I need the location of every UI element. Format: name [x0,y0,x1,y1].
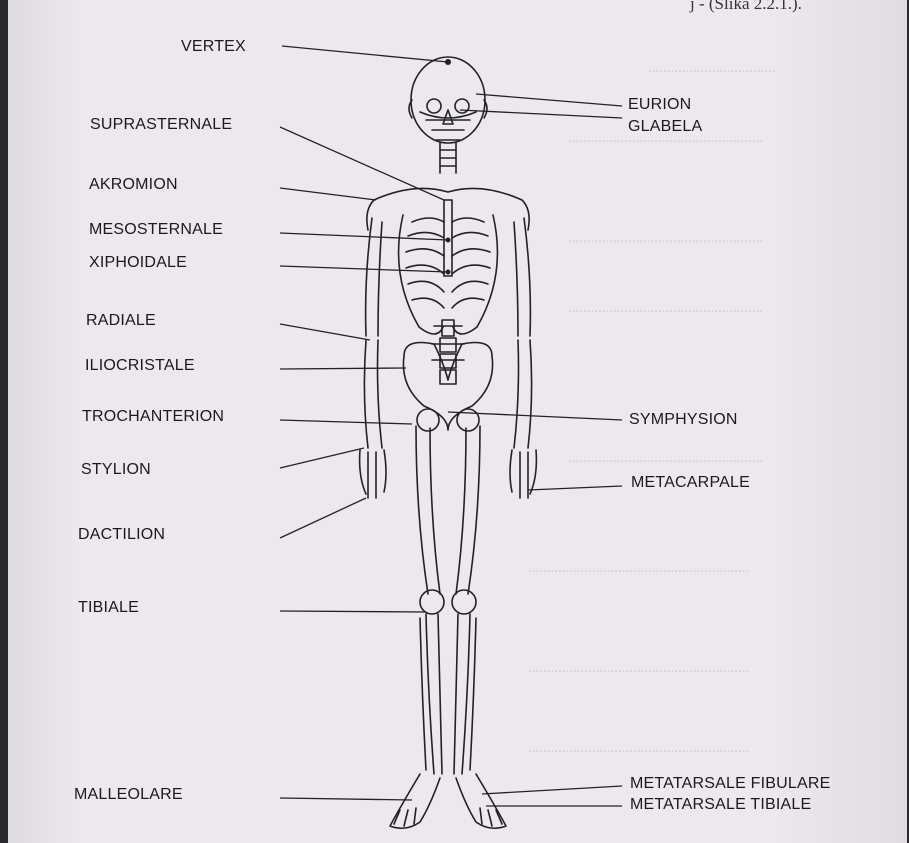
right-femur [456,426,480,594]
right-humerus [514,218,530,336]
right-leg [454,614,476,774]
book-page: .................................. .....… [8,0,907,843]
leader-iliocristale [280,368,406,369]
right-patella [452,590,476,614]
leader-malleolare [280,798,412,800]
leader-dactilion [280,498,366,538]
leader-suprasternale [280,127,444,200]
skeleton-figure [360,57,537,828]
right-hand [510,450,536,498]
leader-trochanterion [280,420,412,424]
left-patella [420,590,444,614]
leader-eurion [476,94,622,106]
left-humerus [366,218,382,336]
leader-tibiale [280,611,426,612]
leader-vertex [282,46,448,62]
skeleton-diagram [8,0,907,843]
leader-radiale [280,324,370,340]
leader-symphysion [448,412,622,420]
left-hand [360,450,386,498]
leader-mesosternale [280,233,448,240]
left-leg [420,614,442,774]
leader-stylion [280,448,364,468]
right-forearm [514,340,532,448]
leader-akromion [280,188,376,200]
left-forearm [364,340,382,448]
leader-metatarsale-fibulare [482,786,622,794]
leader-metacarpale [528,486,622,490]
leader-xiphoidale [280,266,448,272]
left-femur [416,426,440,594]
